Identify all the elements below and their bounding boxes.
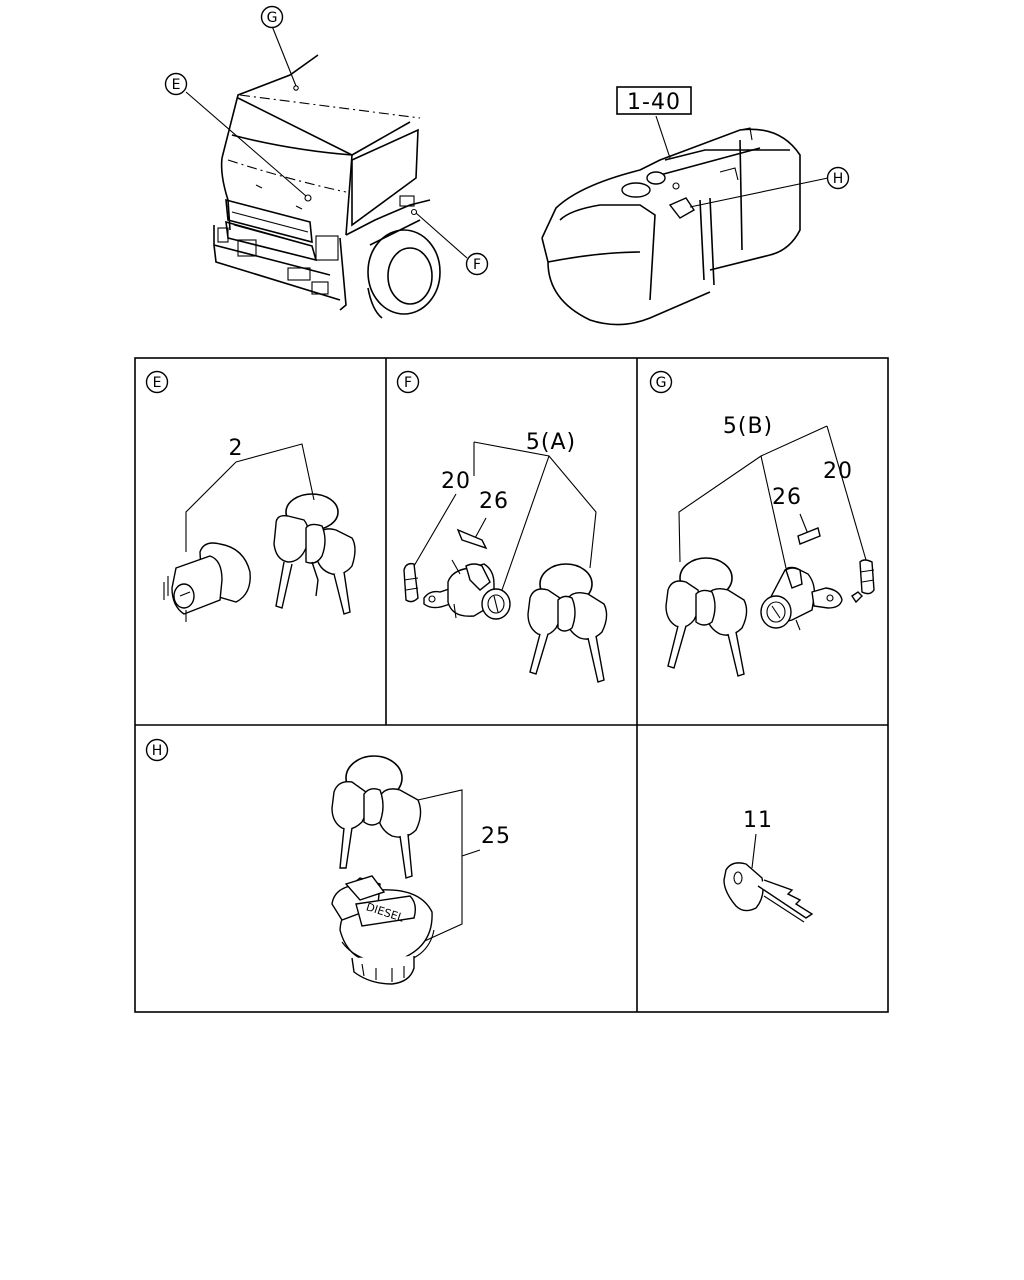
reference-box: 1-40 bbox=[616, 86, 692, 115]
panel-h-marker: H bbox=[152, 743, 163, 759]
callout-g-label: G bbox=[267, 10, 278, 26]
panel-f-part-c: 26 bbox=[479, 489, 509, 514]
door-keys-icon bbox=[665, 557, 748, 677]
door-lock-assembly-icon bbox=[403, 441, 597, 620]
callout-e-label: E bbox=[172, 77, 181, 93]
callout-e: E bbox=[164, 72, 188, 96]
key-ring-icon bbox=[273, 493, 356, 615]
panel-g-marker: G bbox=[656, 375, 667, 391]
fuel-tank-illustration bbox=[541, 115, 829, 326]
ignition-cylinder-icon bbox=[163, 443, 315, 622]
panel-h-part-label: 25 bbox=[481, 824, 511, 849]
panel-g: G 5(B) 26 20 bbox=[649, 370, 875, 677]
callout-h: H bbox=[826, 166, 850, 190]
panel-grid bbox=[134, 357, 889, 1013]
panel-f-marker: F bbox=[404, 375, 412, 391]
callout-h-label: H bbox=[833, 171, 844, 187]
blank-key-icon bbox=[723, 833, 814, 923]
callout-f: F bbox=[465, 252, 489, 276]
panel-e-part-label: 2 bbox=[229, 436, 244, 461]
panel-h: H 25 DIESEL bbox=[145, 738, 511, 985]
panel-e-marker: E bbox=[153, 375, 162, 391]
panel-f-part-a: 5(A) bbox=[526, 430, 576, 455]
panel-f: F 5(A) 20 26 bbox=[396, 370, 608, 683]
fuel-cap-icon: DIESEL bbox=[331, 875, 435, 985]
door-keys-icon bbox=[527, 563, 608, 683]
truck-cab-illustration bbox=[185, 25, 468, 319]
panel-e: E 2 bbox=[145, 370, 356, 622]
panel-key-part-label: 11 bbox=[743, 808, 773, 833]
panel-f-part-b: 20 bbox=[441, 469, 471, 494]
callout-f-label: F bbox=[473, 257, 481, 273]
panel-key: 11 bbox=[723, 808, 814, 923]
fuel-cap-keys-icon bbox=[331, 755, 481, 945]
door-lock-assembly-icon bbox=[678, 425, 875, 631]
reference-box-label: 1-40 bbox=[627, 90, 681, 115]
panel-g-part-a: 5(B) bbox=[723, 414, 773, 439]
panel-g-part-b: 26 bbox=[772, 485, 802, 510]
callout-g: G bbox=[260, 5, 284, 29]
